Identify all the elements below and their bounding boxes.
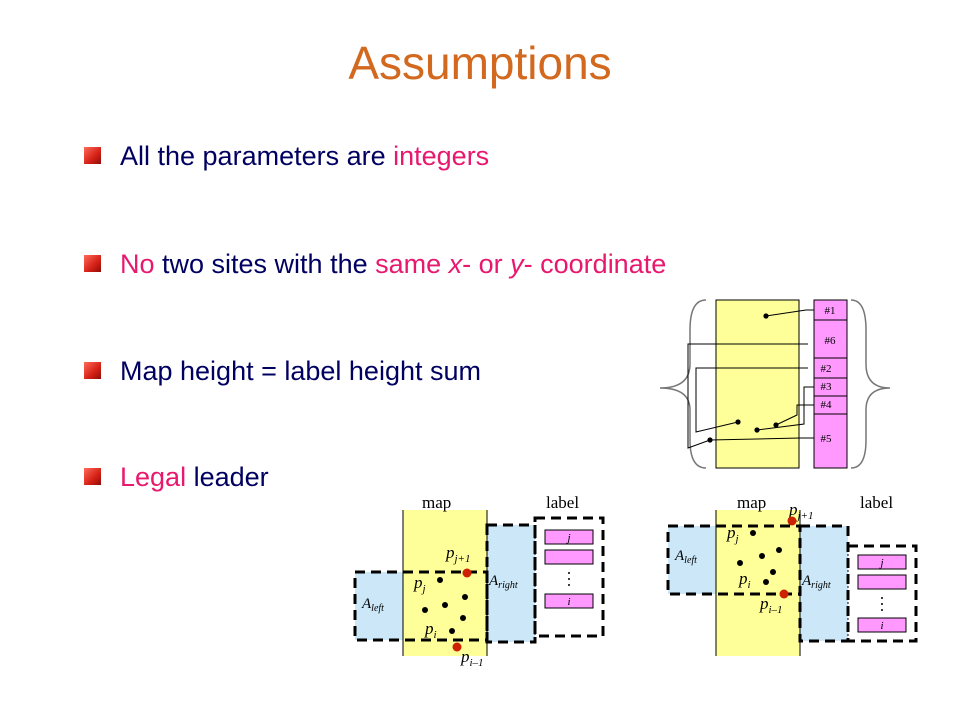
region-left xyxy=(668,526,716,594)
right-brace xyxy=(850,299,891,469)
label-box xyxy=(544,529,594,545)
sites xyxy=(737,530,782,585)
label-text: #4 xyxy=(821,399,833,411)
map-rect xyxy=(715,299,800,469)
slide-title: Assumptions xyxy=(348,37,612,89)
map-rect xyxy=(403,510,487,656)
region-right-border xyxy=(485,523,537,644)
site-label-pi1: pi–1 xyxy=(759,594,783,616)
site-label-pj1: pj+1 xyxy=(445,543,470,565)
bullet-text-part: Legal xyxy=(120,462,187,492)
label-box xyxy=(857,617,907,633)
map-caption: map xyxy=(422,493,451,512)
label-box xyxy=(544,593,594,609)
label-caption: label xyxy=(860,493,893,512)
label-i: i xyxy=(880,620,883,632)
bullet-text-part: Map height = label height sum xyxy=(120,356,481,386)
label-text: #5 xyxy=(821,433,833,445)
label-text: #2 xyxy=(821,363,832,375)
bullet-square-icon xyxy=(84,468,101,485)
bullet-item: Legal leader xyxy=(84,462,269,493)
bullet-text: All the parameters are integers xyxy=(120,141,489,171)
bullet-square-icon xyxy=(84,255,101,272)
site-red xyxy=(452,642,462,652)
label-text: #6 xyxy=(825,335,837,347)
region-right xyxy=(800,526,848,641)
site-label-pi1: pi–1 xyxy=(460,647,484,669)
map-rect xyxy=(716,510,800,656)
label-box xyxy=(544,549,594,565)
site-red xyxy=(462,568,472,578)
left-brace xyxy=(659,299,707,469)
bullet-text-part: - or xyxy=(462,249,511,279)
map-caption: map xyxy=(737,493,766,512)
site-label-pi: pi xyxy=(738,569,751,591)
bullet-item: No two sites with the same x- or y- coor… xyxy=(84,249,666,280)
region-right-label: Aright xyxy=(488,573,518,591)
bullet-text-part: integers xyxy=(393,141,490,171)
bullet-text-part: All the parameters are xyxy=(120,141,394,171)
label-area-border xyxy=(846,544,918,643)
bullet-text: Map height = label height sum xyxy=(120,356,481,386)
site-label-pj: pj xyxy=(726,523,739,545)
bullet-text-part: leader xyxy=(186,462,269,492)
sites xyxy=(422,577,468,634)
label-caption: label xyxy=(546,493,579,512)
site-label-pj: pj xyxy=(413,573,426,595)
figure-left: j i map label pj+1 pj pi pi–1 Aright Ale… xyxy=(353,493,605,669)
bullet-item: Map height = label height sum xyxy=(84,356,481,387)
region-left-label: Aleft xyxy=(674,548,697,566)
label-box xyxy=(813,413,848,469)
bullet-item: All the parameters are integers xyxy=(84,141,489,172)
site-label-pj1: pj+1 xyxy=(788,500,813,522)
bullet-text-part: - coordinate xyxy=(523,249,667,279)
label-text: #3 xyxy=(821,381,833,393)
site-red xyxy=(779,589,789,599)
region-right-label: Aright xyxy=(801,573,831,591)
figure-top: #1 #6 #2 #3 #4 #5 xyxy=(659,299,891,469)
figure-right: j i map label pj+1 pj pi pi–1 Aleft Arig… xyxy=(666,493,918,656)
label-text: #1 xyxy=(825,305,836,317)
sites xyxy=(707,313,779,443)
bullet-text-part: y xyxy=(510,249,524,279)
label-box xyxy=(813,319,848,359)
site-label-pi: pi xyxy=(424,619,437,641)
bullet-square-icon xyxy=(84,147,101,164)
leader-lines xyxy=(687,309,814,449)
region-left-label: Aleft xyxy=(361,596,384,614)
label-box xyxy=(857,574,907,590)
bullet-square-icon xyxy=(84,362,101,379)
site-red xyxy=(787,516,797,526)
bullet-text-part: No xyxy=(120,249,155,279)
region-right xyxy=(487,525,535,642)
bullet-text-part: same xyxy=(375,249,449,279)
region-left-border xyxy=(353,570,489,642)
label-i: i xyxy=(567,596,570,608)
label-box xyxy=(857,554,907,570)
bullet-text: Legal leader xyxy=(120,462,269,492)
bullet-text-part: two sites with the xyxy=(154,249,376,279)
bullet-text-part: x xyxy=(448,249,463,279)
region-left xyxy=(355,572,403,640)
label-j: j xyxy=(565,532,570,544)
bullet-text: No two sites with the same x- or y- coor… xyxy=(120,249,666,279)
label-j: j xyxy=(878,557,883,569)
